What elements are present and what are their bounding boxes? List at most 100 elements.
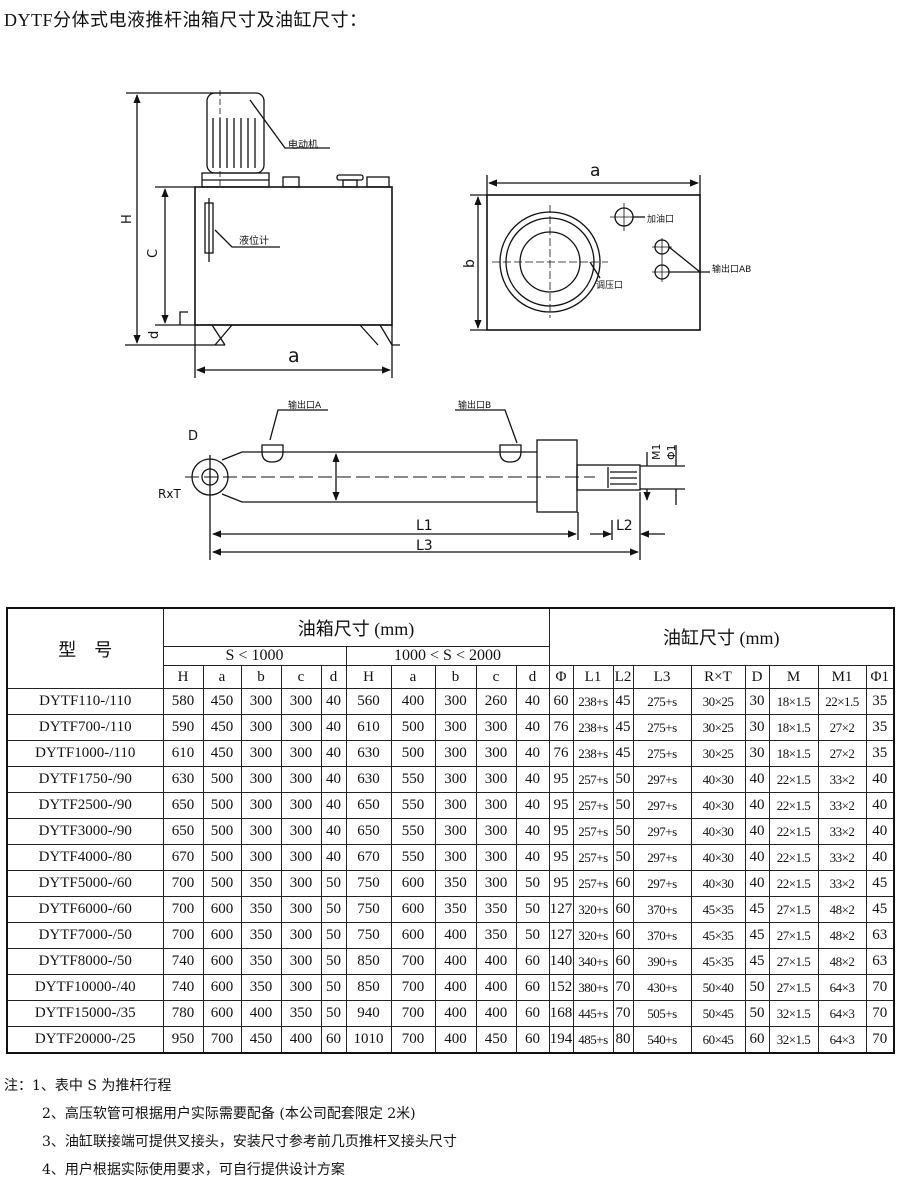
- column-header: c: [475, 665, 517, 689]
- value-cell: 60: [612, 948, 634, 975]
- value-cell: 40×30: [690, 870, 746, 897]
- value-cell: 50: [515, 922, 550, 949]
- value-cell: 48×2: [817, 922, 867, 949]
- column-header: Φ1: [865, 665, 895, 689]
- value-cell: 40: [320, 740, 347, 767]
- value-cell: 45: [612, 740, 634, 767]
- output-port-ab-label: 输出口AB: [712, 263, 751, 275]
- value-cell: 50: [612, 766, 634, 793]
- note-item: 1、表中 S 为推杆行程: [32, 1078, 172, 1094]
- value-cell: 48×2: [817, 948, 867, 975]
- value-cell: 40: [515, 844, 550, 871]
- value-cell: 297+s: [632, 870, 692, 897]
- value-cell: 550: [390, 844, 436, 871]
- value-cell: 80: [612, 1026, 634, 1054]
- value-cell: 50: [612, 792, 634, 819]
- column-header: a: [390, 665, 436, 689]
- value-cell: 350: [434, 896, 477, 923]
- value-cell: 300: [280, 974, 322, 1001]
- value-cell: 40×30: [690, 792, 746, 819]
- model-cell: DYTF3000-/90: [6, 818, 164, 845]
- value-cell: 60: [612, 870, 634, 897]
- value-cell: 550: [390, 766, 436, 793]
- value-cell: 50×40: [690, 974, 746, 1001]
- value-cell: 550: [390, 818, 436, 845]
- value-cell: 127: [548, 896, 574, 923]
- value-cell: 700: [390, 1000, 436, 1027]
- value-cell: 33×2: [817, 818, 867, 845]
- value-cell: 40×30: [690, 818, 746, 845]
- dim-M1-label: M1: [650, 444, 663, 461]
- value-cell: 50×45: [690, 1000, 746, 1027]
- value-cell: 275+s: [632, 688, 692, 715]
- value-cell: 40: [865, 792, 895, 819]
- column-header: d: [320, 665, 347, 689]
- column-header: H: [162, 665, 204, 689]
- value-cell: 22×1.5: [768, 870, 819, 897]
- value-cell: 505+s: [632, 1000, 692, 1027]
- value-cell: 350: [280, 1000, 322, 1027]
- value-cell: 18×1.5: [768, 714, 819, 741]
- value-cell: 1010: [345, 1026, 392, 1054]
- value-cell: 27×1.5: [768, 974, 819, 1001]
- value-cell: 300: [280, 844, 322, 871]
- value-cell: 127: [548, 922, 574, 949]
- value-cell: 32×1.5: [768, 1000, 819, 1027]
- value-cell: 60: [515, 974, 550, 1001]
- value-cell: 300: [475, 844, 517, 871]
- value-cell: 40: [744, 792, 770, 819]
- value-cell: 750: [345, 870, 392, 897]
- value-cell: 300: [434, 792, 477, 819]
- column-header: M1: [817, 665, 867, 689]
- value-cell: 45×35: [690, 922, 746, 949]
- value-cell: 950: [162, 1026, 204, 1054]
- cylinder-header: 油缸尺寸 (mm): [548, 607, 895, 666]
- value-cell: 600: [202, 922, 242, 949]
- page-title: DYTF分体式电液推杆油箱尺寸及油缸尺寸：: [4, 10, 368, 30]
- value-cell: 750: [345, 922, 392, 949]
- model-cell: DYTF20000-/25: [6, 1026, 164, 1054]
- value-cell: 740: [162, 974, 204, 1001]
- top-dim-a-label: a: [590, 161, 600, 181]
- value-cell: 300: [434, 766, 477, 793]
- value-cell: 350: [240, 922, 282, 949]
- value-cell: 63: [865, 922, 895, 949]
- value-cell: 630: [345, 740, 392, 767]
- dim-RxT-label: RxT: [158, 487, 181, 501]
- value-cell: 60: [515, 948, 550, 975]
- value-cell: 300: [280, 792, 322, 819]
- value-cell: 650: [162, 792, 204, 819]
- value-cell: 320+s: [572, 922, 614, 949]
- technical-drawing: 电动机 液位计 H C d a a b 加油口 输出口AB 调压口: [120, 90, 751, 560]
- value-cell: 27×1.5: [768, 922, 819, 949]
- value-cell: 40: [515, 740, 550, 767]
- value-cell: 300: [475, 792, 517, 819]
- model-cell: DYTF2500-/90: [6, 792, 164, 819]
- value-cell: 50: [744, 1000, 770, 1027]
- dim-D-label: D: [188, 429, 198, 444]
- value-cell: 22×1.5: [768, 844, 819, 871]
- value-cell: 300: [240, 792, 282, 819]
- value-cell: 580: [162, 688, 204, 715]
- value-cell: 320+s: [572, 896, 614, 923]
- value-cell: 40: [865, 844, 895, 871]
- value-cell: 600: [390, 922, 436, 949]
- port-b-icon: [499, 444, 522, 463]
- value-cell: 300: [475, 818, 517, 845]
- value-cell: 27×2: [817, 740, 867, 767]
- value-cell: 400: [475, 1000, 517, 1027]
- value-cell: 95: [548, 818, 574, 845]
- value-cell: 630: [345, 766, 392, 793]
- value-cell: 390+s: [632, 948, 692, 975]
- value-cell: 700: [390, 974, 436, 1001]
- value-cell: 630: [162, 766, 204, 793]
- value-cell: 63: [865, 948, 895, 975]
- value-cell: 60: [515, 1000, 550, 1027]
- value-cell: 400: [434, 948, 477, 975]
- value-cell: 500: [202, 818, 242, 845]
- value-cell: 30×25: [690, 688, 746, 715]
